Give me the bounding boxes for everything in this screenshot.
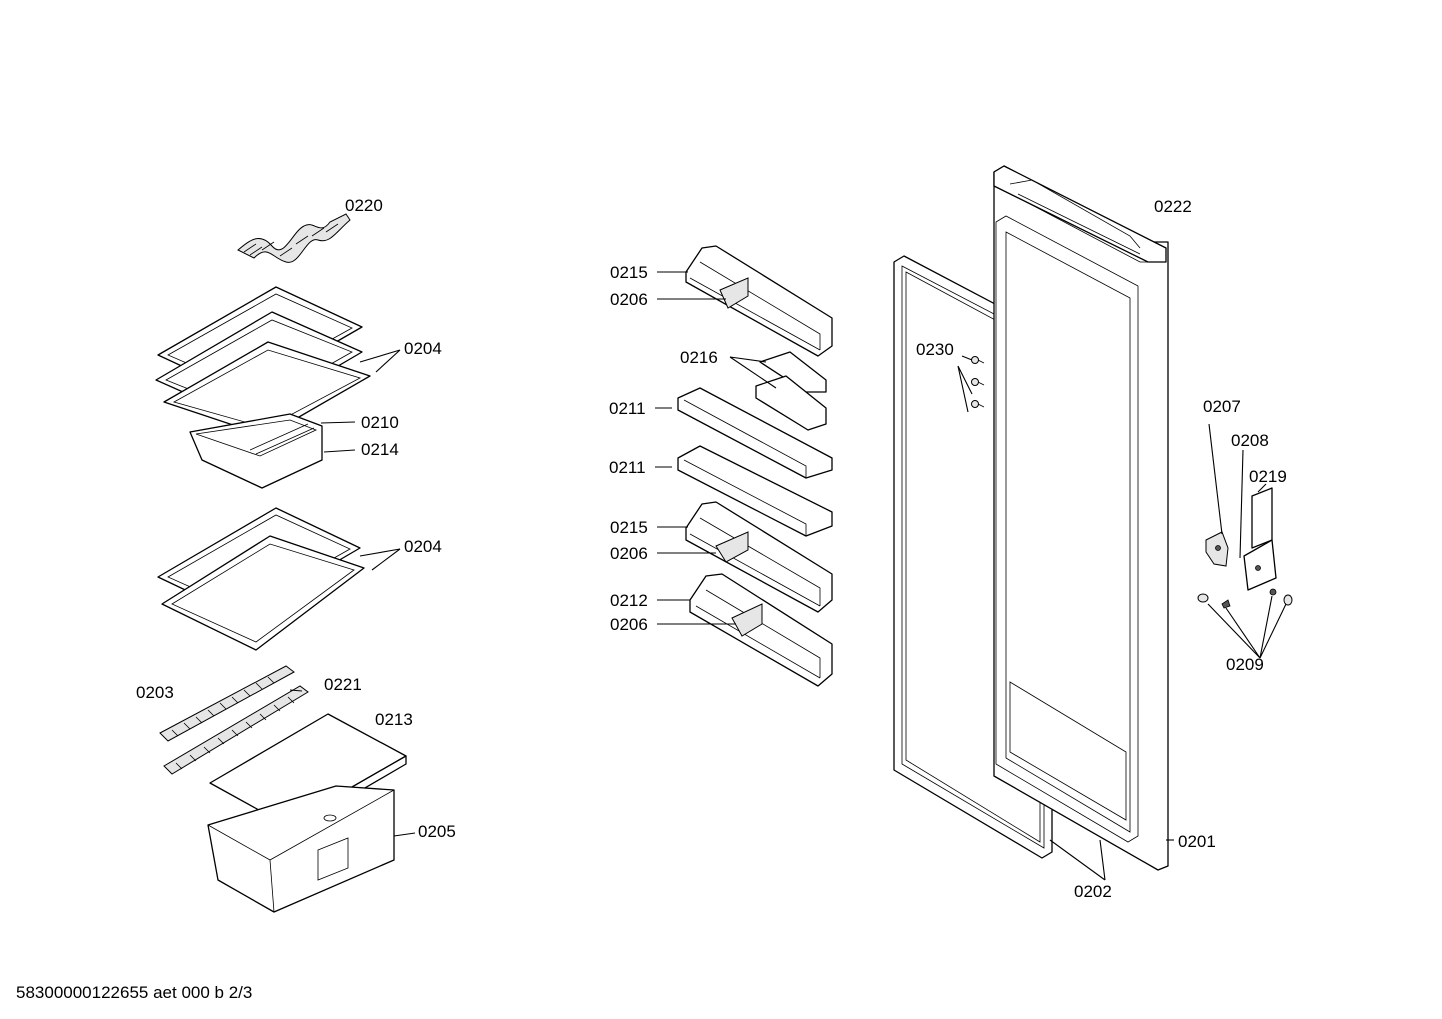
hinge-assembly — [1197, 487, 1293, 609]
callout-0204-lower: 0204 — [404, 537, 442, 556]
bottle-rack-part — [237, 213, 351, 263]
callout-0202: 0202 — [1074, 882, 1112, 901]
callout-0211-1: 0211 — [609, 399, 646, 418]
callout-0210: 0210 — [361, 413, 399, 432]
door-cap-0222 — [993, 165, 1167, 263]
callout-0208: 0208 — [1231, 431, 1269, 450]
leader-lines — [289, 271, 1287, 881]
callout-0215-mid: 0215 — [610, 518, 648, 537]
callout-0214: 0214 — [361, 440, 399, 459]
drawing-reference-footer: 58300000122655 aet 000 b 2/3 — [16, 983, 252, 1002]
drawer-0214 — [189, 413, 323, 489]
callout-0219: 0219 — [1249, 467, 1287, 486]
callout-0230: 0230 — [916, 340, 954, 359]
callout-0215-top: 0215 — [610, 263, 648, 282]
callout-0206-mid: 0206 — [610, 544, 648, 563]
screws-0230 — [971, 356, 985, 408]
callout-0201: 0201 — [1178, 832, 1216, 851]
callout-0221: 0221 — [324, 675, 362, 694]
door-rack-0211-2 — [677, 445, 833, 537]
door-rack-0215-top — [685, 245, 833, 357]
callout-0206-top: 0206 — [610, 290, 648, 309]
vent-strip-0203 — [159, 665, 295, 742]
vent-strip-0221 — [163, 685, 309, 775]
callout-0206-bottom: 0206 — [610, 615, 648, 634]
callout-0213: 0213 — [375, 710, 413, 729]
callout-0211-2: 0211 — [609, 458, 646, 477]
callout-0207: 0207 — [1203, 397, 1241, 416]
egg-tray-0216 — [755, 351, 827, 431]
door-panel-0201 — [993, 165, 1169, 871]
callout-0222: 0222 — [1154, 197, 1192, 216]
door-rack-0211-1 — [677, 387, 833, 479]
callout-0209: 0209 — [1226, 655, 1264, 674]
callout-0204-upper: 0204 — [404, 339, 442, 358]
callout-0212: 0212 — [610, 591, 648, 610]
callout-0205: 0205 — [418, 822, 456, 841]
callout-0220: 0220 — [345, 196, 383, 215]
door-rack-0215-mid — [685, 501, 833, 613]
crisper-drawer-0205 — [207, 785, 395, 913]
callout-0203: 0203 — [136, 683, 174, 702]
callout-0216: 0216 — [680, 348, 718, 367]
glass-shelf-lower-2 — [161, 535, 365, 651]
